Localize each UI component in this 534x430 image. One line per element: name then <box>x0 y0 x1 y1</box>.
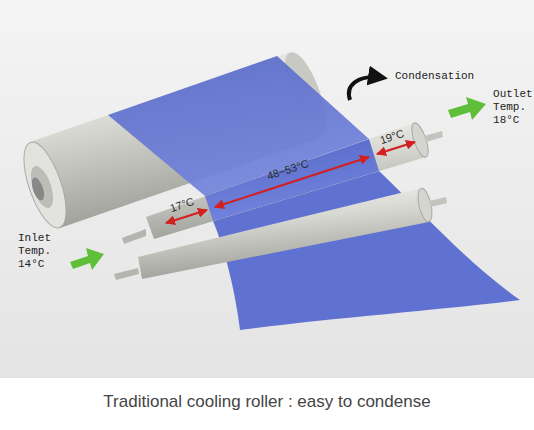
caption: Traditional cooling roller : easy to con… <box>0 392 534 412</box>
inlet-temp-label: Inlet Temp. 14°C <box>18 232 55 271</box>
outlet-temp-label: Outlet Temp. 18°C <box>493 88 530 127</box>
condensation-label: Condensation <box>395 70 474 83</box>
